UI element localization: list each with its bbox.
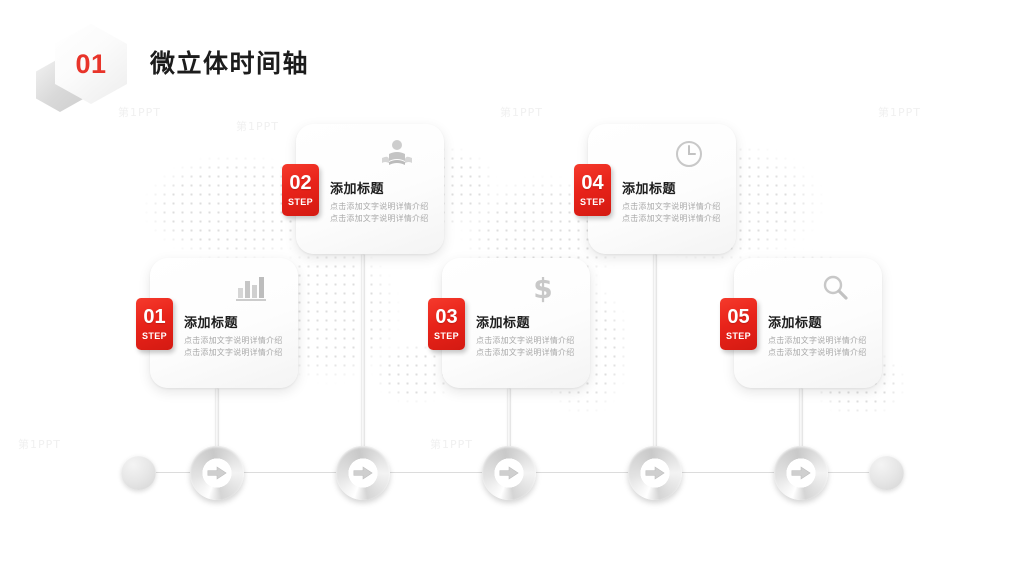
arrow-right-icon — [645, 466, 665, 480]
step-card-5[interactable]: 05 STEP 添加标题 点击添加文字说明详情介绍点击添加文字说明详情介绍 — [720, 258, 882, 388]
step-badge-3: 03 STEP — [428, 298, 465, 350]
step-text: 点击添加文字说明详情介绍点击添加文字说明详情介绍 — [622, 202, 721, 223]
step-card-body-2: 添加标题 点击添加文字说明详情介绍点击添加文字说明详情介绍 — [330, 178, 434, 224]
arrow-right-icon — [791, 466, 811, 480]
step-badge-4: 04 STEP — [574, 164, 611, 216]
timeline-start-cap — [121, 455, 156, 490]
watermark: 第1PPT — [878, 106, 921, 119]
page-title: 微立体时间轴 — [150, 49, 310, 78]
step-card-body-5: 添加标题 点击添加文字说明详情介绍点击添加文字说明详情介绍 — [768, 312, 872, 358]
step-label: STEP — [141, 331, 168, 341]
svg-text:$: $ — [533, 272, 552, 305]
step-number: 02 — [289, 172, 312, 194]
step-text: 点击添加文字说明详情介绍点击添加文字说明详情介绍 — [330, 202, 429, 223]
arrow-right-icon — [353, 466, 373, 480]
bar-chart-icon — [230, 268, 272, 308]
step-label: STEP — [433, 331, 460, 341]
step-card-body-4: 添加标题 点击添加文字说明详情介绍点击添加文字说明详情介绍 — [622, 178, 726, 224]
step-number: 05 — [727, 306, 750, 328]
step-card-body-1: 添加标题 点击添加文字说明详情介绍点击添加文字说明详情介绍 — [184, 312, 288, 358]
step-card-3[interactable]: $ 03 STEP 添加标题 点击添加文字说明详情介绍点击添加文字说明详情介绍 — [428, 258, 590, 388]
step-badge-5: 05 STEP — [720, 298, 757, 350]
stem-connector-4 — [653, 254, 657, 473]
timeline-end-cap — [869, 455, 904, 490]
watermark: 第1PPT — [500, 106, 543, 119]
watermark: 第1PPT — [236, 120, 279, 133]
dollar-sign-icon: $ — [522, 268, 564, 308]
step-number: 01 — [143, 306, 166, 328]
step-card-4[interactable]: 04 STEP 添加标题 点击添加文字说明详情介绍点击添加文字说明详情介绍 — [574, 124, 736, 254]
step-text: 点击添加文字说明详情介绍点击添加文字说明详情介绍 — [476, 336, 575, 357]
stem-connector-3 — [507, 388, 511, 473]
timeline-node-4[interactable] — [628, 446, 682, 500]
step-label: STEP — [287, 197, 314, 207]
step-number: 03 — [435, 306, 458, 328]
step-text: 点击添加文字说明详情介绍点击添加文字说明详情介绍 — [184, 336, 283, 357]
timeline-node-3[interactable] — [482, 446, 536, 500]
step-title: 添加标题 — [622, 182, 677, 197]
step-title: 添加标题 — [330, 182, 385, 197]
magnifier-icon — [814, 268, 856, 308]
step-title: 添加标题 — [476, 316, 531, 331]
clock-icon — [668, 134, 710, 174]
stem-connector-2 — [361, 254, 365, 473]
watermark: 第1PPT — [430, 438, 473, 451]
person-reading-icon — [376, 134, 418, 174]
timeline-node-5[interactable] — [774, 446, 828, 500]
timeline-node-2[interactable] — [336, 446, 390, 500]
arrow-right-icon — [207, 466, 227, 480]
step-label: STEP — [725, 331, 752, 341]
step-number: 04 — [581, 172, 604, 194]
arrow-right-icon — [499, 466, 519, 480]
step-card-2[interactable]: 02 STEP 添加标题 点击添加文字说明详情介绍点击添加文字说明详情介绍 — [282, 124, 444, 254]
section-number: 01 — [75, 48, 107, 79]
stem-connector-1 — [215, 388, 219, 473]
step-text: 点击添加文字说明详情介绍点击添加文字说明详情介绍 — [768, 336, 867, 357]
slide-header: 01 微立体时间轴 — [0, 0, 1024, 112]
step-card-1[interactable]: 01 STEP 添加标题 点击添加文字说明详情介绍点击添加文字说明详情介绍 — [136, 258, 298, 388]
section-number-hexagon: 01 — [36, 22, 128, 112]
watermark: 第1PPT — [118, 106, 161, 119]
step-label: STEP — [579, 197, 606, 207]
step-title: 添加标题 — [184, 316, 239, 331]
stem-connector-5 — [799, 388, 803, 473]
timeline-node-1[interactable] — [190, 446, 244, 500]
watermark: 第1PPT — [18, 438, 61, 451]
step-badge-1: 01 STEP — [136, 298, 173, 350]
step-card-body-3: 添加标题 点击添加文字说明详情介绍点击添加文字说明详情介绍 — [476, 312, 580, 358]
step-title: 添加标题 — [768, 316, 823, 331]
step-badge-2: 02 STEP — [282, 164, 319, 216]
